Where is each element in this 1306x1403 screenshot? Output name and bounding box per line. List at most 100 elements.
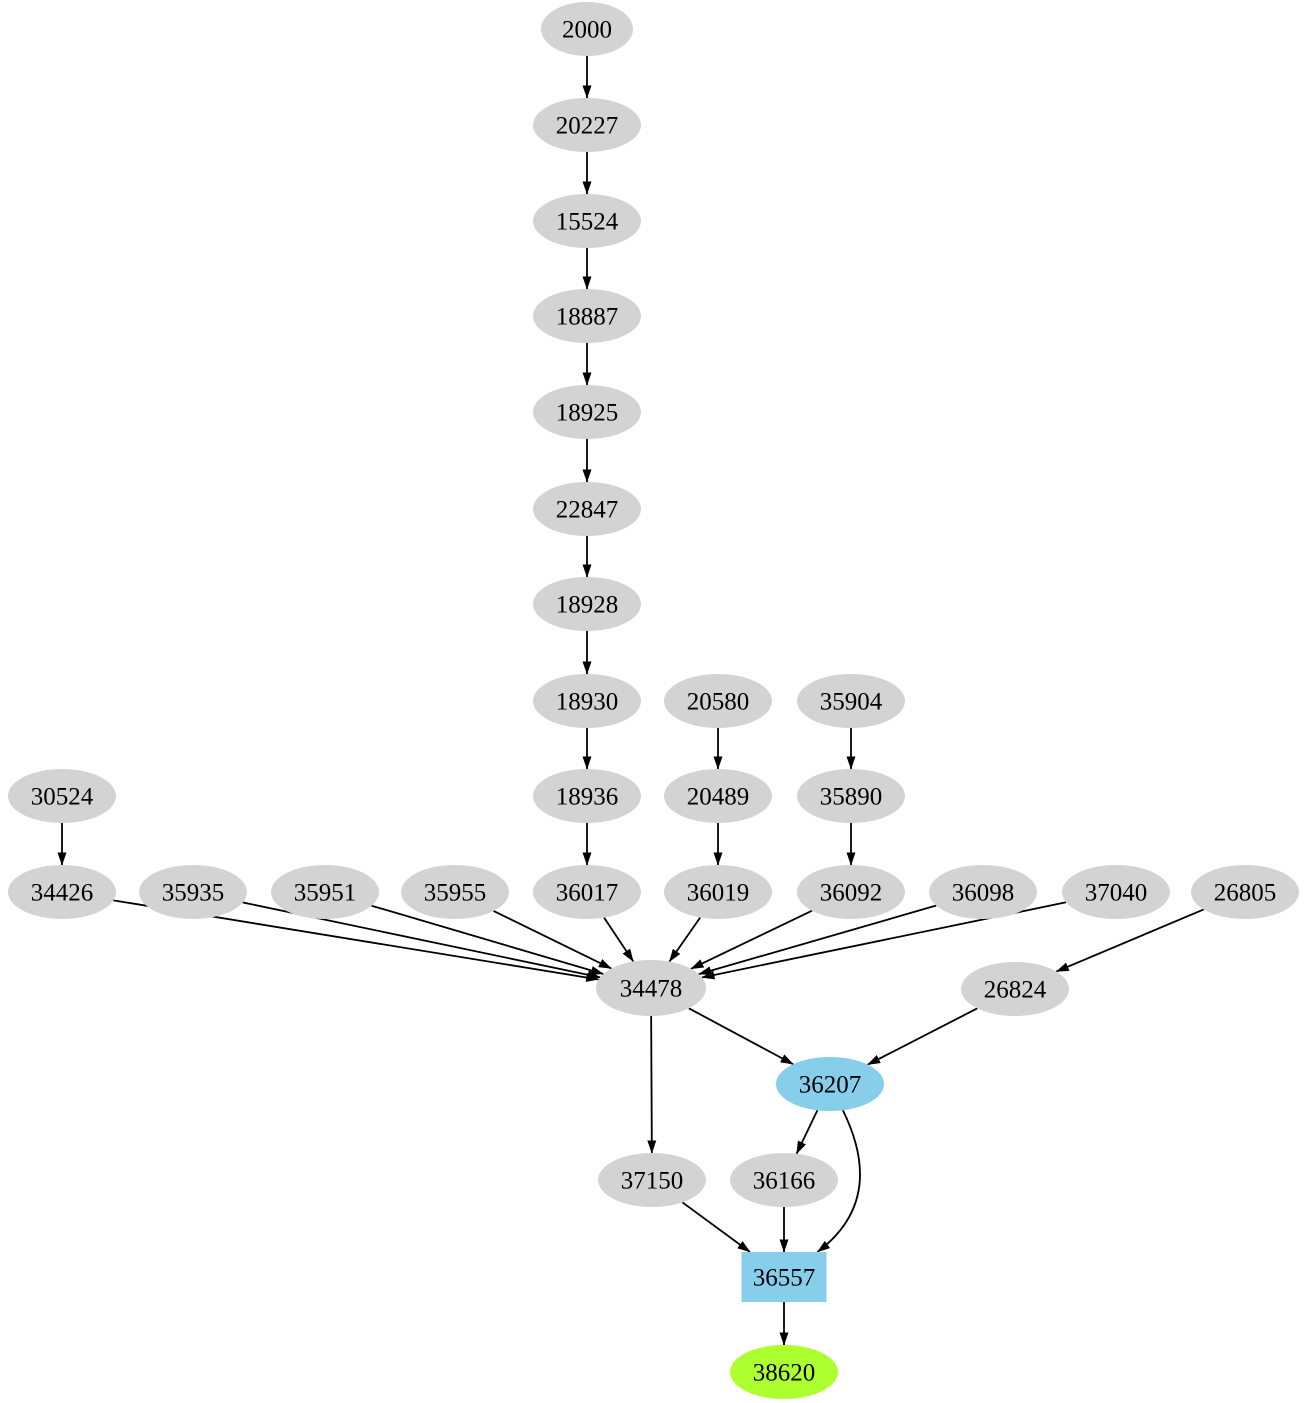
graph-node-18936: 18936	[533, 769, 641, 823]
node-label-26824: 26824	[984, 977, 1047, 1004]
node-ellipse-18887	[533, 289, 641, 343]
node-ellipse-34478	[596, 960, 706, 1016]
edge-37150-to-36557	[681, 1201, 751, 1253]
nodes-layer: 2000 20227 15524 18887 18925 22847 18928 18930 2…	[8, 2, 1299, 1399]
node-ellipse-20580	[664, 674, 772, 728]
graph-node-26805: 26805	[1191, 865, 1299, 919]
node-label-35955: 35955	[424, 880, 487, 907]
edges-layer	[57, 56, 1205, 1346]
graph-node-36092: 36092	[797, 865, 905, 919]
graph-node-20489: 20489	[664, 769, 772, 823]
node-ellipse-37150	[598, 1153, 706, 1207]
graph-node-37150: 37150	[598, 1153, 706, 1207]
graph-node-22847: 22847	[533, 482, 641, 536]
node-ellipse-35890	[797, 769, 905, 823]
node-ellipse-20489	[664, 769, 772, 823]
graph-node-36557: 36557	[741, 1252, 827, 1302]
graph-node-36207: 36207	[776, 1057, 884, 1111]
node-ellipse-15524	[533, 194, 641, 248]
node-ellipse-26805	[1191, 865, 1299, 919]
graph-node-30524: 30524	[8, 769, 116, 823]
edge-35951-to-34478	[371, 904, 604, 975]
graph-node-35904: 35904	[797, 674, 905, 728]
node-ellipse-26824	[961, 962, 1069, 1016]
edge-34478-to-37150	[647, 1015, 657, 1154]
graph-node-35955: 35955	[401, 865, 509, 919]
graph-node-26824: 26824	[961, 962, 1069, 1016]
node-label-20580: 20580	[687, 689, 750, 716]
node-label-36019: 36019	[687, 880, 750, 907]
node-label-37150: 37150	[621, 1168, 684, 1195]
node-box-36557	[741, 1252, 827, 1302]
node-ellipse-20227	[533, 98, 641, 152]
graph-node-34478: 34478	[596, 960, 706, 1016]
graph-node-35935: 35935	[139, 865, 247, 919]
node-label-36098: 36098	[952, 880, 1015, 907]
graph-node-36166: 36166	[730, 1153, 838, 1207]
graph-node-36017: 36017	[533, 865, 641, 919]
node-ellipse-36207	[776, 1057, 884, 1111]
node-label-36207: 36207	[799, 1072, 862, 1099]
graph-node-38620: 38620	[730, 1345, 838, 1399]
graph-node-18930: 18930	[533, 674, 641, 728]
node-label-18936: 18936	[556, 784, 619, 811]
node-label-35935: 35935	[162, 880, 225, 907]
edge-26805-to-26824	[1055, 908, 1205, 973]
node-label-34478: 34478	[620, 976, 683, 1003]
node-ellipse-2000	[541, 2, 633, 56]
node-label-18925: 18925	[556, 400, 619, 427]
graph-node-34426: 34426	[8, 865, 116, 919]
node-label-38620: 38620	[753, 1360, 816, 1387]
node-ellipse-35935	[139, 865, 247, 919]
graph-node-15524: 15524	[533, 194, 641, 248]
edge-35955-to-34478	[493, 910, 612, 970]
edge-36019-to-34478	[668, 916, 701, 963]
edge-36207-to-36166	[795, 1109, 819, 1155]
node-ellipse-18928	[533, 577, 641, 631]
node-label-18887: 18887	[556, 304, 619, 331]
node-ellipse-36019	[664, 865, 772, 919]
edge-36207-to-36557	[816, 1109, 861, 1253]
node-label-35890: 35890	[820, 784, 883, 811]
node-label-15524: 15524	[556, 209, 619, 236]
graph-node-20580: 20580	[664, 674, 772, 728]
graph-node-35890: 35890	[797, 769, 905, 823]
node-ellipse-36017	[533, 865, 641, 919]
node-label-26805: 26805	[1214, 880, 1277, 907]
node-ellipse-18936	[533, 769, 641, 823]
graph-node-18925: 18925	[533, 385, 641, 439]
node-label-34426: 34426	[31, 880, 94, 907]
node-ellipse-36166	[730, 1153, 838, 1207]
graph-node-2000: 2000	[541, 2, 633, 56]
node-label-35951: 35951	[294, 880, 357, 907]
node-label-18928: 18928	[556, 592, 619, 619]
graph-node-36019: 36019	[664, 865, 772, 919]
node-ellipse-38620	[730, 1345, 838, 1399]
node-ellipse-35951	[271, 865, 379, 919]
node-ellipse-35904	[797, 674, 905, 728]
node-label-36017: 36017	[556, 880, 619, 907]
node-label-18930: 18930	[556, 689, 619, 716]
node-ellipse-36098	[929, 865, 1037, 919]
node-label-36092: 36092	[820, 880, 883, 907]
node-label-35904: 35904	[820, 689, 883, 716]
node-label-37040: 37040	[1085, 880, 1148, 907]
node-label-36166: 36166	[753, 1168, 816, 1195]
edge-36092-to-34478	[690, 909, 813, 970]
node-label-36557: 36557	[753, 1265, 816, 1292]
node-label-20227: 20227	[556, 113, 619, 140]
edge-34478-to-36207	[688, 1007, 794, 1066]
node-label-20489: 20489	[687, 784, 750, 811]
graph-node-18887: 18887	[533, 289, 641, 343]
node-ellipse-37040	[1062, 865, 1170, 919]
graph-node-18928: 18928	[533, 577, 641, 631]
node-label-22847: 22847	[556, 497, 619, 524]
node-label-30524: 30524	[31, 784, 94, 811]
node-ellipse-30524	[8, 769, 116, 823]
edge-26824-to-36207	[867, 1007, 978, 1066]
node-ellipse-22847	[533, 482, 641, 536]
node-ellipse-18930	[533, 674, 641, 728]
node-ellipse-36092	[797, 865, 905, 919]
